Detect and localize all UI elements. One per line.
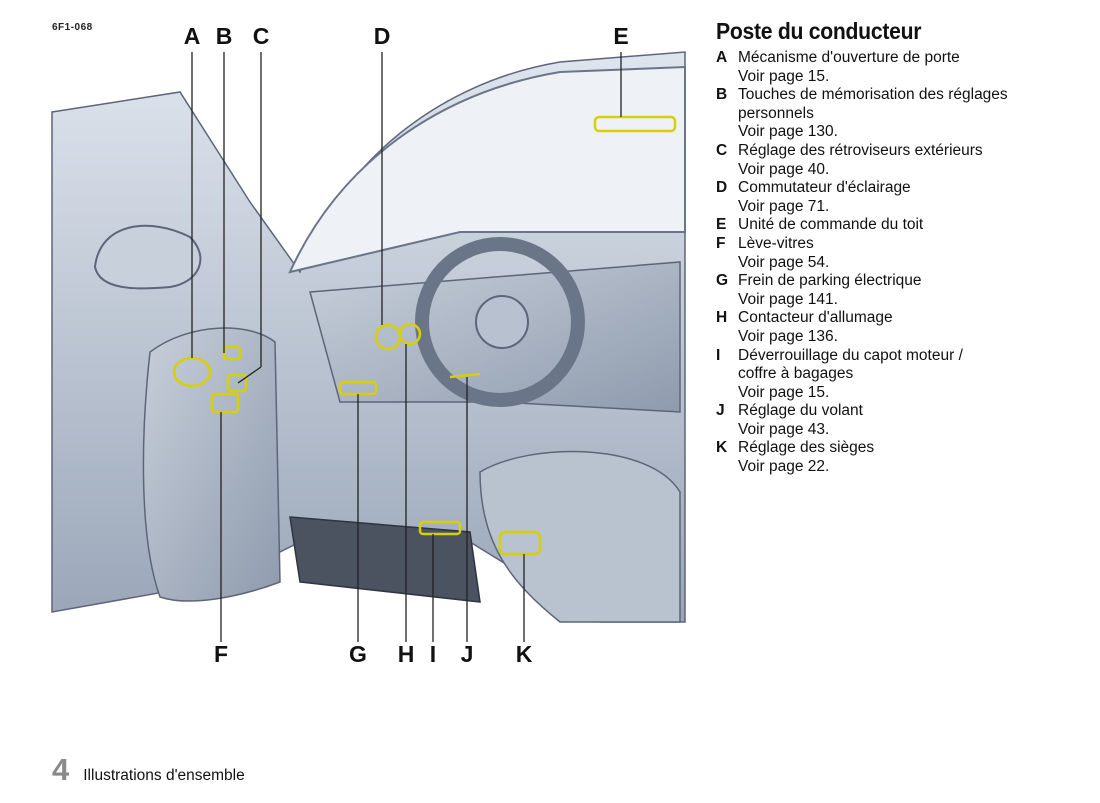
legend-item-line: Frein de parking électrique bbox=[738, 272, 922, 290]
legend-item-line: Déverrouillage du capot moteur / bbox=[738, 346, 963, 364]
legend-item-line: Voir page 22. bbox=[738, 458, 830, 476]
legend: Poste du conducteur A Mécanisme d'ouvertu… bbox=[716, 18, 1086, 477]
legend-item-line: Voir page 136. bbox=[738, 327, 838, 345]
callout-h: H bbox=[398, 641, 415, 667]
legend-item-line: Touches de mémorisation des réglages bbox=[738, 86, 1008, 104]
legend-item-letter: I bbox=[716, 346, 721, 364]
legend-item-line: Réglage du volant bbox=[738, 402, 863, 420]
page-number: 4 bbox=[52, 752, 70, 787]
legend-item-letter: F bbox=[716, 234, 726, 252]
legend-item-letter: E bbox=[716, 216, 727, 234]
legend-item-letter: K bbox=[716, 439, 728, 457]
legend-item: E Unité de commande du toit bbox=[716, 216, 1086, 235]
legend-item-line: Voir page 15. bbox=[738, 67, 830, 85]
legend-item-line: Voir page 15. bbox=[738, 383, 830, 401]
callout-e: E bbox=[613, 23, 628, 49]
callout-f: F bbox=[214, 641, 228, 667]
legend-item-letter: H bbox=[716, 309, 728, 327]
legend-item-letter: C bbox=[716, 141, 728, 159]
callout-c: C bbox=[253, 23, 270, 49]
legend-item-line: Voir page 54. bbox=[738, 253, 830, 271]
callout-g: G bbox=[349, 641, 367, 667]
callout-k: K bbox=[516, 641, 533, 667]
section-name: Illustrations d'ensemble bbox=[83, 767, 245, 784]
legend-item-line: Mécanisme d'ouverture de porte bbox=[738, 49, 960, 66]
legend-item-line: Lève-vitres bbox=[738, 234, 814, 252]
legend-item-letter: B bbox=[716, 86, 728, 104]
legend-item-text: Déverrouillage du capot moteur /coffre à… bbox=[738, 347, 1086, 403]
legend-item-letter: G bbox=[716, 272, 729, 290]
legend-item: I Déverrouillage du capot moteur /coffre … bbox=[716, 347, 1086, 403]
legend-item-line: Unité de commande du toit bbox=[738, 216, 924, 234]
callout-i: I bbox=[430, 641, 436, 667]
cockpit-illustration: A B C D E F G H I J K bbox=[51, 23, 686, 667]
legend-title: Poste du conducteur bbox=[716, 18, 922, 44]
legend-item-letter: J bbox=[716, 402, 725, 420]
callout-a: A bbox=[184, 23, 201, 49]
legend-item-line: Réglage des rétroviseurs extérieurs bbox=[738, 141, 983, 159]
callout-b: B bbox=[216, 23, 233, 49]
legend-item-line: Voir page 141. bbox=[738, 290, 838, 308]
legend-item-line: Voir page 43. bbox=[738, 420, 830, 438]
legend-item-line: Voir page 130. bbox=[738, 123, 838, 141]
legend-item-line: Voir page 40. bbox=[738, 160, 830, 178]
callout-j: J bbox=[461, 641, 474, 667]
legend-item-text: Unité de commande du toit bbox=[738, 216, 1086, 235]
figure-code: 6F1-068 bbox=[52, 22, 93, 33]
page-footer: 4 Illustrations d'ensemble bbox=[52, 752, 245, 788]
legend-item-line: personnels bbox=[738, 104, 814, 122]
legend-item-line: Voir page 71. bbox=[738, 197, 830, 215]
legend-item-line: Contacteur d'allumage bbox=[738, 309, 893, 327]
legend-item-line: Réglage des sièges bbox=[738, 439, 875, 457]
legend-item-letter: A bbox=[716, 49, 728, 66]
legend-item-line: Commutateur d'éclairage bbox=[738, 179, 911, 197]
callout-d: D bbox=[374, 23, 391, 49]
legend-item-line: coffre à bagages bbox=[738, 365, 854, 383]
legend-item-letter: D bbox=[716, 179, 728, 197]
